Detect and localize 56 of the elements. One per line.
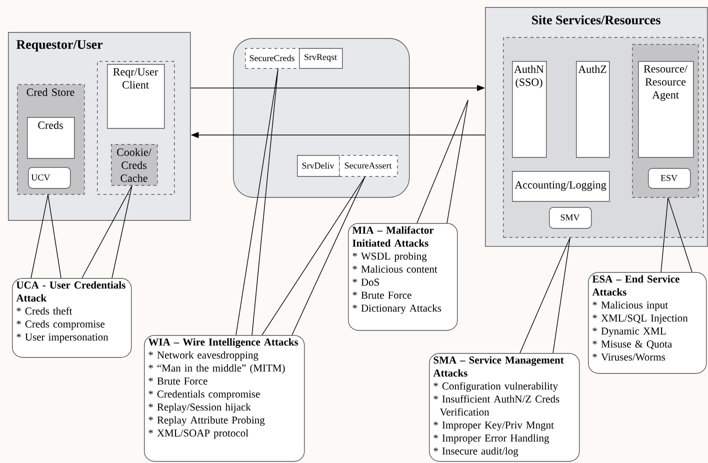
message-box: SecureAssert	[339, 155, 398, 177]
callout-heading: WIA – Wire Intelligence Attacks	[148, 338, 298, 348]
attack-item: * Brute Force	[148, 378, 208, 385]
attack-item: * Insufficient AuthN/Z Creds Verification	[434, 395, 560, 416]
message-box: SrvReqst	[299, 48, 343, 69]
verifier-box: UCV	[28, 167, 71, 189]
leader-line	[82, 185, 132, 278]
callout-bubble	[144, 335, 305, 462]
attack-item: * Malicious input	[592, 301, 668, 311]
attack-item: * Credentials compromise	[148, 390, 260, 400]
attack-item: * Improper Error Handling	[434, 434, 550, 444]
callout-heading: MIA – Malifactor Initiated Attacks	[352, 226, 434, 247]
attack-item: * User impersonation	[16, 334, 108, 343]
attack-item: * Malicious content	[352, 265, 438, 273]
component-box: AuthZ	[576, 61, 610, 158]
callout-heading: ESA – End Service Attacks	[592, 275, 680, 296]
component-box: Resource/ Resource Agent	[638, 61, 694, 158]
component-box: Creds	[27, 117, 75, 159]
callout-heading: UCA - User Credentials Attack	[16, 281, 126, 302]
attack-item: * Viruses/Worms	[592, 354, 666, 361]
attack-item: * Misuse & Quota	[592, 340, 672, 350]
attack-item: * Replay Attribute Probing	[148, 416, 265, 426]
attack-item: * WSDL probing	[352, 252, 427, 262]
leader-line	[660, 197, 692, 272]
attack-item: * Creds compromise	[16, 320, 104, 330]
leader-line	[416, 100, 468, 224]
attack-item: * XML/SOAP protocol	[148, 429, 248, 439]
component-box: Accounting/Logging	[512, 171, 610, 202]
attack-item: * Brute Force	[352, 292, 412, 299]
attack-item: * Configuration vulnerability	[434, 382, 558, 392]
message-box: SecureCreds	[245, 48, 300, 69]
attack-item: * Replay/Session hijack	[148, 403, 251, 413]
verifier-box: ESV	[648, 168, 691, 189]
attack-item: * Dictionary Attacks	[352, 304, 442, 314]
attack-item: * XML/SQL Injection	[592, 314, 688, 324]
attack-item: * “Man in the middle” (MITM)	[148, 364, 285, 374]
attack-item: * Dynamic XML	[592, 328, 666, 337]
leader-line	[236, 68, 278, 336]
callout-bubble	[12, 278, 132, 358]
attack-item: * DoS	[352, 278, 379, 286]
verifier-box: SMV	[549, 207, 592, 229]
attack-item: * Creds theft	[16, 307, 72, 315]
callout-heading: SMA – Service Management Attacks	[433, 356, 564, 377]
attack-item: * Network eavesdropping	[148, 351, 258, 361]
leader-line	[30, 194, 62, 278]
component-box: Reqr/User Client	[107, 64, 165, 129]
attack-item: * Improper Key/Priv Mngnt	[434, 422, 554, 431]
message-box: SrvDeliv	[297, 155, 340, 177]
leader-line	[520, 237, 570, 354]
leader-line	[262, 176, 366, 336]
callout-bubble	[429, 353, 580, 462]
callout-bubble	[588, 272, 707, 374]
attack-item: * Insecure audit/log	[434, 447, 518, 457]
callout-bubble	[348, 223, 458, 331]
cache-box: Cookie/ Creds Cache	[111, 144, 158, 186]
component-box: AuthN (SSO)	[512, 61, 547, 158]
